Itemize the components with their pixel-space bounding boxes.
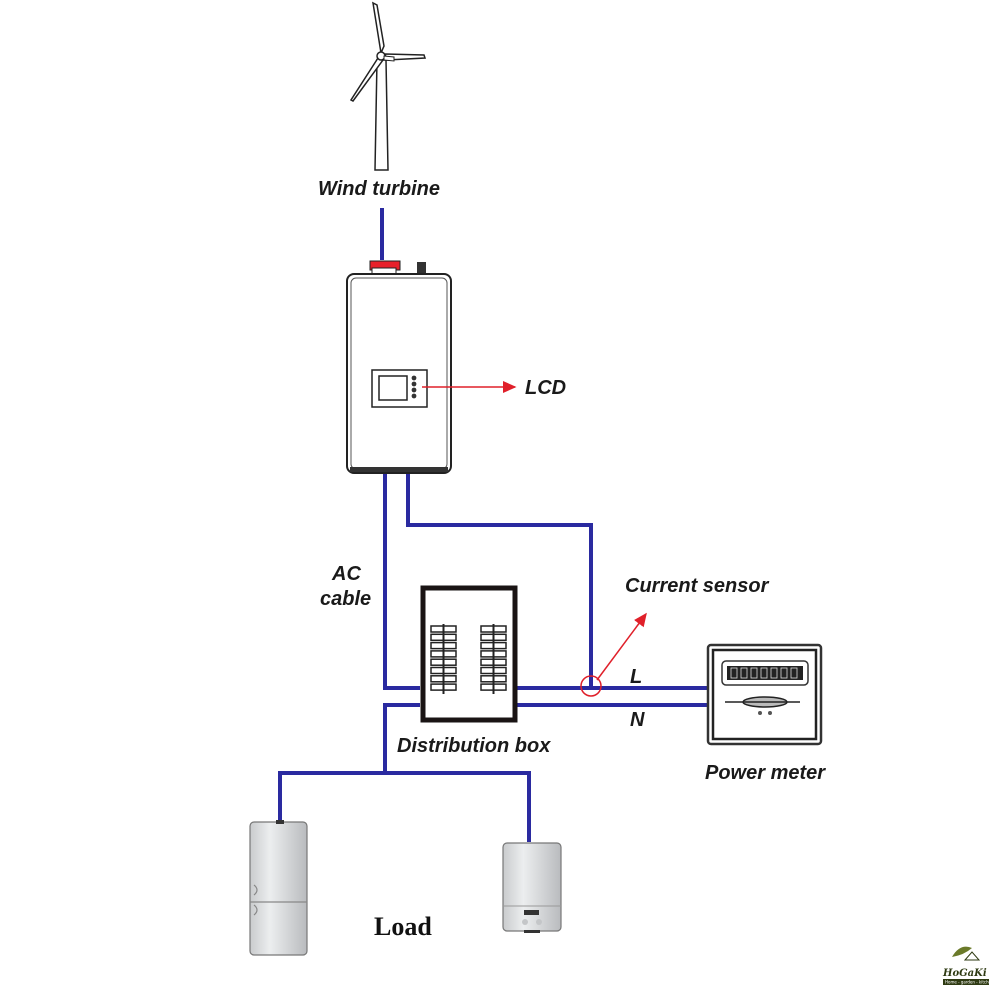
load-label: Load <box>374 912 432 941</box>
ac-cable-label-line2: cable <box>320 588 371 610</box>
meter-digit-icon <box>770 667 778 679</box>
leaf-icon <box>952 946 972 957</box>
distribution-box-label: Distribution box <box>397 735 551 757</box>
lcd-panel-icon <box>371 369 428 408</box>
wiring <box>278 208 708 842</box>
load-feed-wire <box>383 703 420 773</box>
line-n-label: N <box>630 709 645 731</box>
logo-name: HoGaKi <box>942 968 987 979</box>
hogaki-logo: HoGaKi Home - garden - kitchen <box>942 946 994 985</box>
power-meter-label: Power meter <box>705 762 826 784</box>
wind-turbine-label: Wind turbine <box>318 178 440 200</box>
current-sensor-arrow-icon <box>596 612 647 681</box>
logo-tagline: Home - garden - kitchen <box>945 980 994 985</box>
meter-digit-icon <box>760 667 768 679</box>
load-branch-wire <box>278 771 531 842</box>
house-icon <box>963 951 981 961</box>
meter-digit-icon <box>780 667 788 679</box>
current-sensor-icon <box>580 675 602 697</box>
refrigerator-icon <box>249 820 308 956</box>
ac-cable-wire <box>383 472 420 690</box>
meter-digit-icon <box>730 667 738 679</box>
distribution-box-icon <box>420 585 518 723</box>
line-l-label: L <box>630 666 642 688</box>
boiler-icon <box>502 842 562 933</box>
ac-cable-label-line1: AC <box>331 563 361 585</box>
wind-turbine-icon <box>349 1 427 171</box>
meter-digit-icon <box>750 667 758 679</box>
inverter-icon <box>346 260 452 474</box>
current-sensor-wire <box>406 472 593 686</box>
current-sensor-label: Current sensor <box>625 575 770 597</box>
meter-digit-icon <box>740 667 748 679</box>
meter-digit-icon <box>790 667 798 679</box>
lcd-label: LCD <box>525 377 566 399</box>
power-meter-icon <box>706 643 823 746</box>
